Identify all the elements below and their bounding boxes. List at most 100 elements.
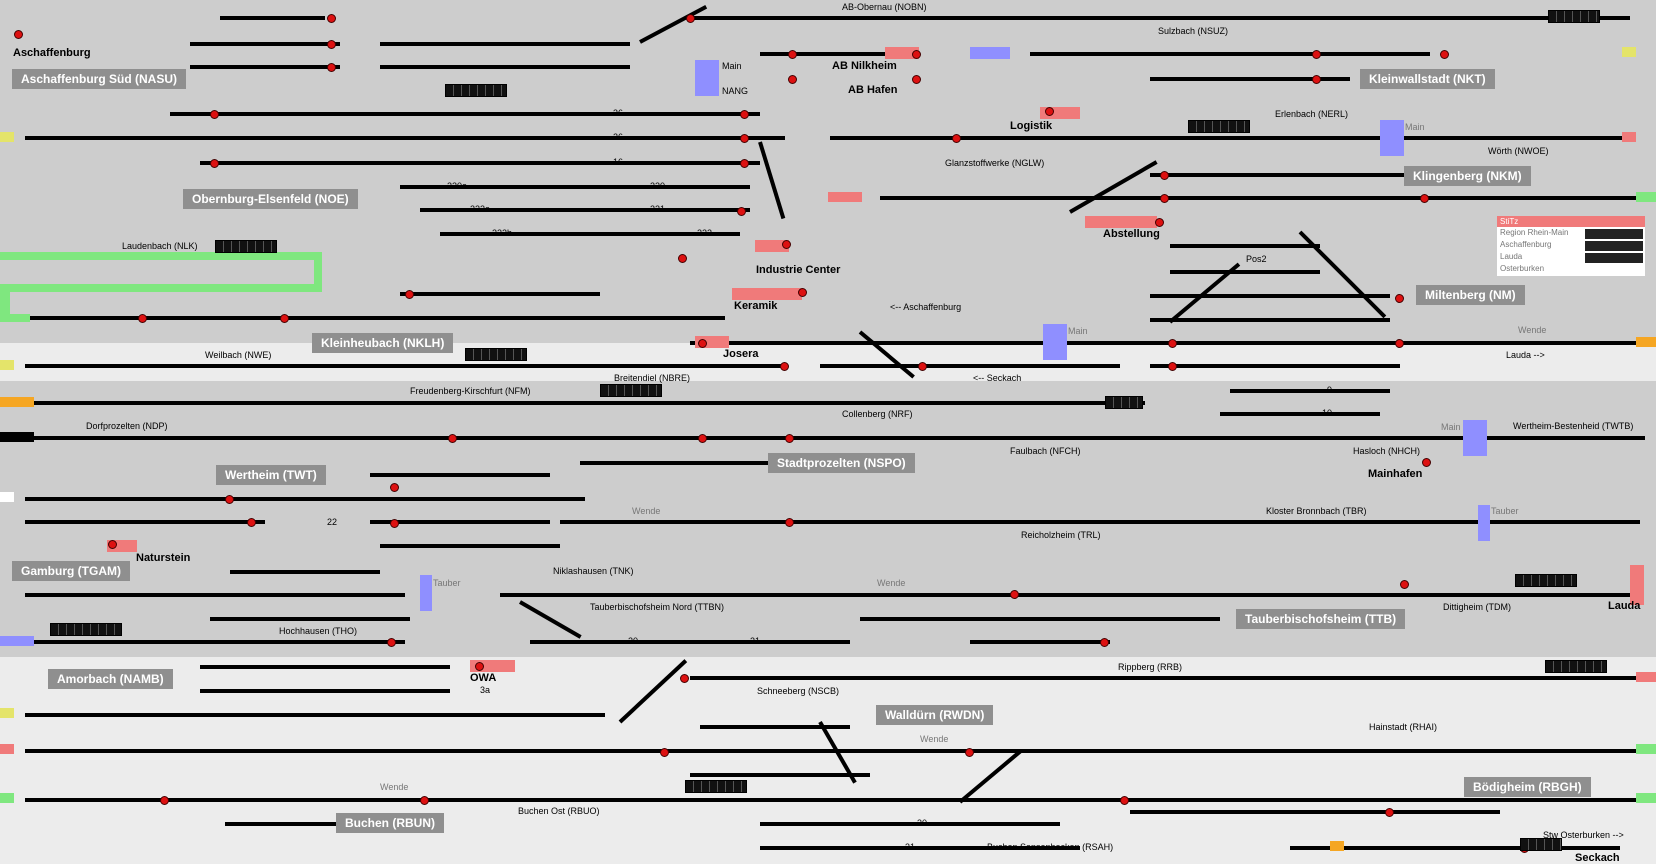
signal[interactable] [420, 796, 429, 805]
signal[interactable] [782, 240, 791, 249]
signal[interactable] [686, 14, 695, 23]
signal[interactable] [952, 134, 961, 143]
track[interactable] [25, 640, 405, 644]
signal[interactable] [327, 14, 336, 23]
signal[interactable] [740, 134, 749, 143]
track[interactable] [1230, 389, 1390, 393]
signal[interactable] [788, 50, 797, 59]
track[interactable] [690, 773, 870, 777]
track[interactable] [690, 16, 1630, 20]
signal[interactable] [280, 314, 289, 323]
station-klingenberg[interactable]: Klingenberg (NKM) [1404, 166, 1531, 186]
signal[interactable] [1312, 75, 1321, 84]
signal[interactable] [740, 159, 749, 168]
signal[interactable] [785, 434, 794, 443]
track[interactable] [370, 473, 550, 477]
station-tauberbischofsheim[interactable]: Tauberbischofsheim (TTB) [1236, 609, 1406, 629]
signal[interactable] [1168, 339, 1177, 348]
station-buchen[interactable]: Buchen (RBUN) [336, 813, 444, 833]
track[interactable] [400, 185, 750, 189]
track-curve[interactable] [1298, 230, 1387, 319]
signal[interactable] [660, 748, 669, 757]
track[interactable] [1220, 412, 1380, 416]
track[interactable] [760, 822, 1060, 826]
signal[interactable] [737, 207, 746, 216]
track[interactable] [25, 364, 785, 368]
signal[interactable] [327, 40, 336, 49]
track[interactable] [25, 497, 585, 501]
signal[interactable] [1395, 339, 1404, 348]
track[interactable] [25, 520, 265, 524]
track[interactable] [760, 52, 920, 56]
track[interactable] [580, 461, 780, 465]
track[interactable] [760, 846, 1080, 850]
track[interactable] [1170, 270, 1320, 274]
signal[interactable] [327, 63, 336, 72]
track[interactable] [1150, 364, 1400, 368]
track[interactable] [210, 617, 410, 621]
signal[interactable] [160, 796, 169, 805]
signal[interactable] [1422, 458, 1431, 467]
signal[interactable] [390, 483, 399, 492]
station-amorbach[interactable]: Amorbach (NAMB) [48, 669, 173, 689]
signal[interactable] [912, 50, 921, 59]
track[interactable] [190, 42, 340, 46]
track[interactable] [230, 570, 380, 574]
track[interactable] [880, 196, 1640, 200]
track[interactable] [220, 16, 325, 20]
signal[interactable] [225, 495, 234, 504]
track-curve[interactable] [1069, 160, 1158, 214]
track[interactable] [225, 822, 425, 826]
station-stadtprozelten[interactable]: Stadtprozelten (NSPO) [768, 453, 915, 473]
track[interactable] [25, 136, 785, 140]
signal[interactable] [1168, 362, 1177, 371]
signal[interactable] [138, 314, 147, 323]
track[interactable] [380, 544, 560, 548]
track[interactable] [25, 436, 1645, 440]
signal[interactable] [912, 75, 921, 84]
track[interactable] [420, 208, 750, 212]
signal[interactable] [210, 110, 219, 119]
signal[interactable] [1100, 638, 1109, 647]
station-walldurn[interactable]: Walldürn (RWDN) [876, 705, 994, 725]
station-kleinwallstadt[interactable]: Kleinwallstadt (NKT) [1360, 69, 1495, 89]
track[interactable] [1150, 77, 1350, 81]
track[interactable] [25, 593, 405, 597]
station-bodigheim[interactable]: Bödigheim (RBGH) [1464, 777, 1591, 797]
track[interactable] [25, 798, 1640, 802]
track[interactable] [25, 316, 725, 320]
track-curve[interactable] [519, 600, 582, 639]
signal[interactable] [1160, 171, 1169, 180]
track[interactable] [25, 713, 605, 717]
track[interactable] [1150, 173, 1440, 177]
track[interactable] [830, 136, 1635, 140]
track[interactable] [1170, 244, 1320, 248]
track[interactable] [820, 364, 1120, 368]
signal[interactable] [678, 254, 687, 263]
track[interactable] [1030, 52, 1430, 56]
signal[interactable] [108, 540, 117, 549]
signal[interactable] [965, 748, 974, 757]
signal[interactable] [1385, 808, 1394, 817]
signal[interactable] [210, 159, 219, 168]
signal[interactable] [387, 638, 396, 647]
signal[interactable] [788, 75, 797, 84]
signal[interactable] [1155, 218, 1164, 227]
track[interactable] [1130, 810, 1500, 814]
signal[interactable] [390, 519, 399, 528]
station-obernburg[interactable]: Obernburg-Elsenfeld (NOE) [183, 189, 358, 209]
track[interactable] [200, 689, 450, 693]
signal[interactable] [1420, 194, 1429, 203]
station-wertheim[interactable]: Wertheim (TWT) [216, 465, 326, 485]
signal[interactable] [798, 288, 807, 297]
track[interactable] [400, 292, 600, 296]
track[interactable] [860, 617, 1220, 621]
track[interactable] [700, 725, 850, 729]
track[interactable] [1150, 294, 1390, 298]
track-curve[interactable] [639, 5, 708, 44]
track[interactable] [970, 640, 1110, 644]
signal[interactable] [1045, 107, 1054, 116]
signal[interactable] [448, 434, 457, 443]
track[interactable] [200, 161, 760, 165]
track[interactable] [1150, 318, 1390, 322]
